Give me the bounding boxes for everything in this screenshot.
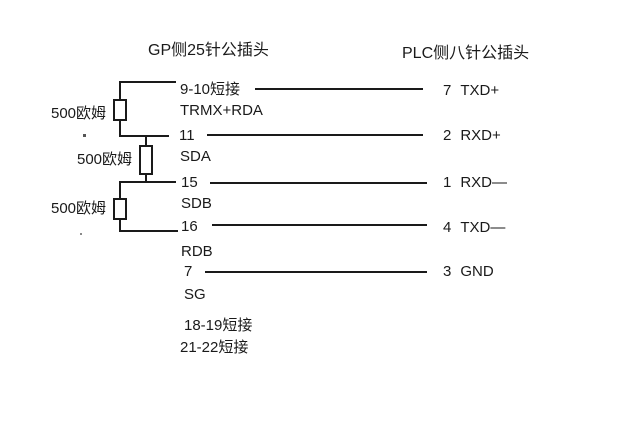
plc-signal-name-row2: RXD+: [460, 127, 501, 144]
gp-signal-label-row5: SG: [184, 286, 206, 303]
plc-pin-number-row4: 4: [443, 219, 452, 236]
wire-vertical-below-resistor-2: [145, 174, 147, 183]
resistor-body-1: [113, 99, 127, 121]
wire-row2-left-stub: [119, 135, 169, 137]
resistor-body-2: [139, 145, 153, 175]
resistor-body-3: [113, 198, 127, 220]
plc-pin-number-row3: 1: [443, 174, 452, 191]
wire-row1-left-stub: [119, 81, 176, 83]
jumper-note-2: 21-22短接: [180, 339, 249, 356]
wire-row2-connection: [207, 134, 423, 136]
gp-signal-label-row3: SDB: [181, 195, 212, 212]
plc-pin-label-row2: 2 RXD+: [443, 127, 501, 145]
plc-signal-name-row5: GND: [460, 263, 494, 280]
plc-pin-label-row1: 7 TXD+: [443, 82, 500, 100]
plc-signal-name-row1: TXD+: [460, 82, 500, 99]
wire-row4-left-stub: [119, 230, 178, 232]
plc-side-header: PLC侧八针公插头: [402, 45, 530, 62]
gp-pin-label-row5: 7: [184, 263, 193, 280]
stray-dot-2: [80, 233, 82, 235]
gp-signal-label-row2: SDA: [180, 148, 211, 165]
plc-signal-name-row4: TXD—: [460, 219, 506, 236]
jumper-note-1: 18-19短接: [184, 317, 253, 334]
resistor-label-2: 500欧姆: [77, 151, 133, 168]
plc-pin-number-row1: 7: [443, 82, 452, 99]
wire-row5-connection: [205, 271, 427, 273]
gp-pin-label-row3: 15: [181, 174, 198, 191]
wire-row3-left-stub: [119, 181, 176, 183]
wire-row3-connection: [210, 182, 427, 184]
wire-row4-connection: [212, 224, 427, 226]
plc-pin-number-row2: 2: [443, 127, 452, 144]
plc-signal-name-row3: RXD—: [460, 174, 508, 191]
stray-dot-1: [83, 134, 86, 137]
plc-pin-number-row5: 3: [443, 263, 452, 280]
wire-vertical-above-resistor-1: [119, 81, 121, 100]
gp-pin-label-row1: 9-10短接: [180, 81, 241, 98]
wire-vertical-below-resistor-3: [119, 219, 121, 232]
wire-vertical-below-resistor-1: [119, 120, 121, 136]
gp-side-header: GP侧25针公插头: [148, 42, 269, 59]
gp-signal-label-row1: TRMX+RDA: [180, 102, 263, 119]
wire-row1-connection: [255, 88, 423, 90]
resistor-label-3: 500欧姆: [51, 200, 107, 217]
resistor-label-1: 500欧姆: [51, 105, 107, 122]
gp-signal-label-row4: RDB: [181, 243, 213, 260]
wire-vertical-above-resistor-2: [145, 135, 147, 146]
gp-pin-label-row4: 16: [181, 218, 198, 235]
plc-pin-label-row4: 4 TXD—: [443, 219, 506, 237]
gp-pin-label-row2: 11: [179, 127, 195, 144]
wire-vertical-above-resistor-3: [119, 181, 121, 199]
plc-pin-label-row5: 3 GND: [443, 263, 494, 281]
plc-pin-label-row3: 1 RXD—: [443, 174, 508, 192]
